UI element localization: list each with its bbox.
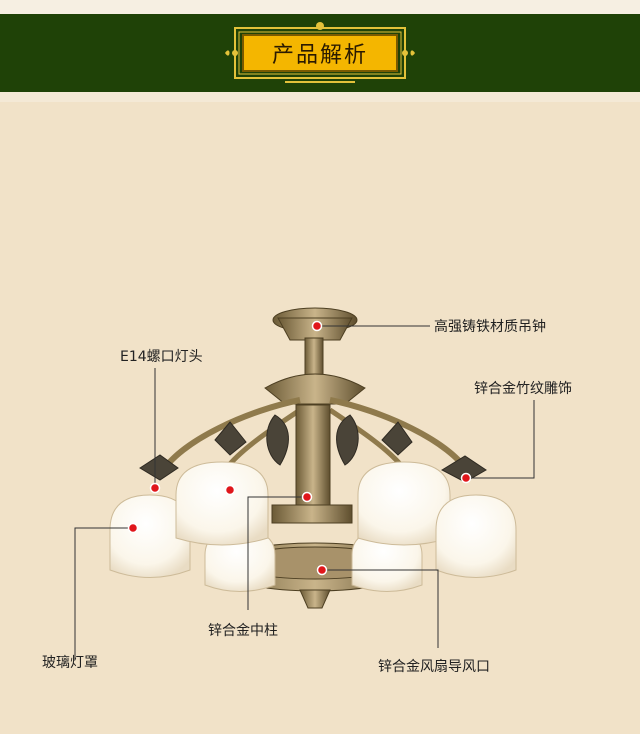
leaf — [440, 455, 487, 483]
glass-shade — [175, 461, 269, 546]
leader-shade — [74, 527, 133, 660]
top-strip — [0, 0, 640, 14]
leaf — [266, 414, 289, 466]
callout-socket: E14螺口灯头 — [120, 349, 203, 365]
marker-column — [301, 491, 313, 503]
marker-shade — [127, 522, 139, 534]
leaf — [139, 454, 179, 481]
glass-shade — [357, 461, 451, 546]
callout-bamboo: 锌合金竹纹雕饰 — [474, 381, 572, 397]
page-title: 产品解析 — [271, 43, 368, 68]
leaf — [381, 421, 413, 456]
marker-bamboo — [460, 472, 472, 484]
callout-column: 锌合金中柱 — [208, 623, 278, 639]
marker-socket — [149, 482, 161, 494]
ornament-frame — [225, 22, 415, 83]
crown — [264, 373, 366, 405]
glass-shade — [435, 494, 517, 578]
marker-shade-2 — [224, 484, 236, 496]
leaf — [214, 421, 247, 456]
marker-canopy — [311, 320, 323, 332]
leaf — [336, 414, 359, 466]
center-column — [295, 404, 331, 506]
callout-fan: 锌合金风扇导风口 — [378, 659, 490, 675]
callout-canopy: 高强铸铁材质吊钟 — [434, 319, 546, 335]
leader-bamboo — [466, 400, 535, 479]
callout-shade: 玻璃灯罩 — [42, 655, 98, 671]
leader-column — [247, 496, 307, 610]
marker-fan — [316, 564, 328, 576]
leader-fan — [322, 569, 439, 648]
title-box: 产品解析 — [242, 34, 398, 72]
header-banner-border — [0, 92, 640, 102]
